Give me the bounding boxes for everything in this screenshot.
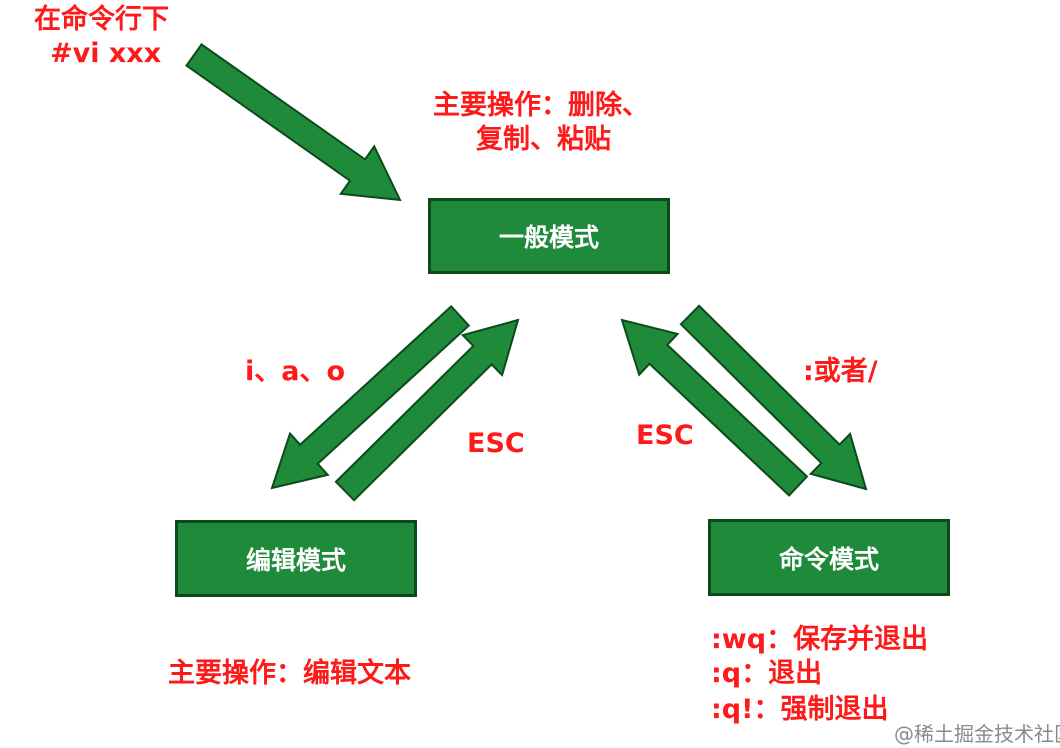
- normal-mode-ops-line2: 复制、粘贴: [476, 124, 611, 155]
- edit-mode-label: 编辑模式: [245, 545, 346, 575]
- start-note-line2: #vi xxx: [50, 38, 162, 69]
- command-mode-box: 命令模式: [708, 519, 950, 596]
- command-op-save-quit: :wq：保存并退出: [711, 624, 929, 655]
- normal-mode-label: 一般模式: [498, 223, 599, 252]
- normal-mode-ops-line1: 主要操作：删除、: [433, 90, 649, 121]
- start-note-line1: 在命令行下: [34, 4, 169, 35]
- watermark-text: @稀土掘金技术社区: [894, 722, 1060, 746]
- to-edit-keys-label: i、a、o: [245, 356, 346, 387]
- edit-mode-box: 编辑模式: [175, 520, 417, 597]
- normal-mode-box: 一般模式: [428, 198, 670, 274]
- start-to-normal-arrow: [185, 43, 402, 202]
- edit-mode-ops: 主要操作：编辑文本: [168, 658, 411, 689]
- to-command-keys-label: :或者/: [803, 356, 878, 387]
- command-op-force-quit: :q!：强制退出: [711, 694, 889, 725]
- command-to-normal-arrow: [620, 318, 809, 497]
- normal-to-command-arrow: [679, 304, 868, 491]
- command-op-quit: :q：退出: [711, 658, 823, 689]
- edit-to-normal-arrow: [334, 318, 520, 502]
- command-mode-label: 命令模式: [778, 544, 879, 574]
- edit-esc-label: ESC: [467, 428, 525, 459]
- command-esc-label: ESC: [636, 420, 694, 451]
- normal-to-edit-arrow: [270, 304, 471, 490]
